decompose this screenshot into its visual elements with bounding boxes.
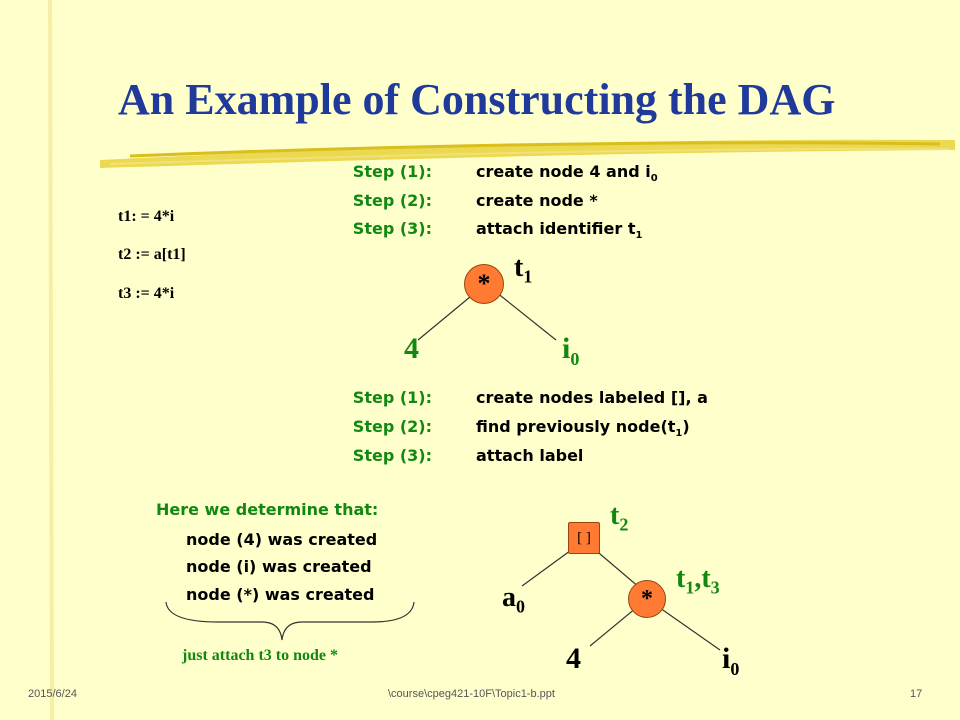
dag1-root-identifier: t1 <box>514 252 533 287</box>
step-text: find previously node(t1) <box>476 417 690 440</box>
dag2-leaf-a0: a0 <box>502 582 525 617</box>
step-text: create node 4 and i0 <box>476 162 658 185</box>
step-text: attach identifier t1 <box>476 219 643 242</box>
code-line-1: t1: = 4*i <box>118 208 175 225</box>
step-text: attach label <box>476 446 584 465</box>
step-label: Step (3): <box>352 219 432 238</box>
step-label: Step (1): <box>352 388 432 407</box>
dag2-leaf-4: 4 <box>566 642 581 675</box>
footer-page-number: 17 <box>910 688 923 700</box>
slide-title: An Example of Constructing the DAG <box>118 75 836 124</box>
dag2-index-node: [ ] <box>568 522 600 554</box>
dag1-mult-node: * <box>464 264 504 304</box>
code-line-2: t2 := a[t1] <box>118 246 186 263</box>
footer-date: 2015/6/24 <box>28 688 77 700</box>
step-text: create nodes labeled [], a <box>476 388 708 407</box>
dag2-root-identifier: t2 <box>610 500 629 535</box>
dag2-leaf-i0: i0 <box>722 642 740 679</box>
step-label: Step (1): <box>352 162 432 181</box>
note-line: node (*) was created <box>186 585 375 604</box>
dag1-leaf-4: 4 <box>404 332 419 365</box>
note-line: node (4) was created <box>186 530 378 549</box>
footer-path: \course\cpeg421-10F\Topic1-b.ppt <box>388 688 555 700</box>
dag2-mult-identifiers: t1,t3 <box>676 563 720 598</box>
note-line: node (i) was created <box>186 557 372 576</box>
step-text: create node * <box>476 191 598 210</box>
brace <box>165 601 415 641</box>
code-line-3: t3 := 4*i <box>118 285 175 302</box>
dag2-mult-node: * <box>628 580 666 618</box>
step-label: Step (3): <box>352 446 432 465</box>
dag1-leaf-i0: i0 <box>562 332 580 369</box>
note-conclusion: just attach t3 to node * <box>182 647 338 664</box>
step-label: Step (2): <box>352 191 432 210</box>
step-label: Step (2): <box>352 417 432 436</box>
note-heading: Here we determine that: <box>156 500 379 519</box>
